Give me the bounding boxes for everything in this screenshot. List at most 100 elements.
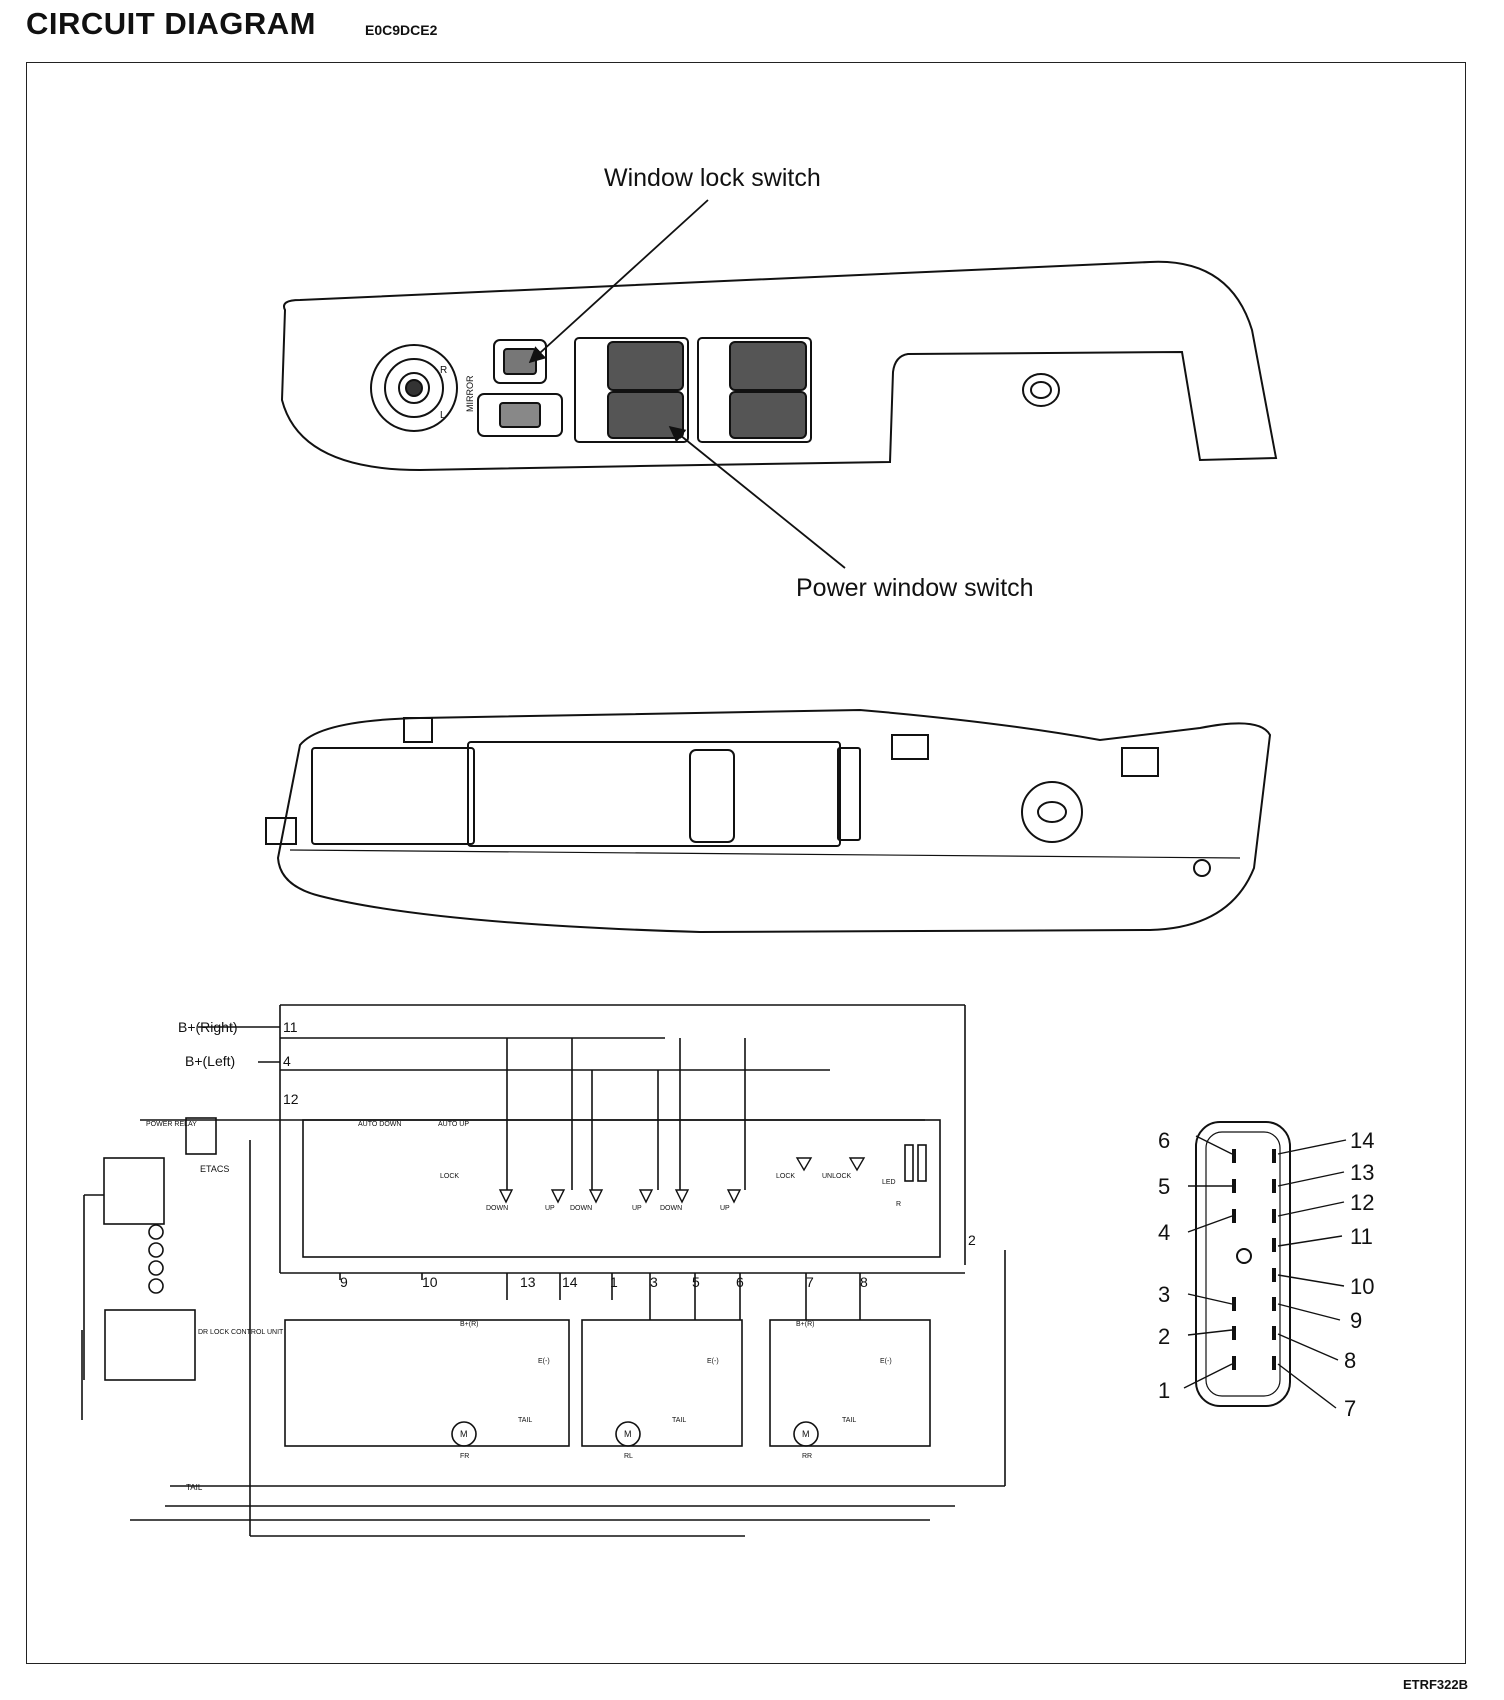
- terminal-9: 9: [340, 1274, 348, 1290]
- pin-label-2: 2: [1158, 1324, 1170, 1349]
- panel-outline: [280, 260, 1278, 472]
- tail-rl: TAIL: [672, 1417, 686, 1424]
- window-lock-leader: [528, 199, 709, 364]
- supply-right-label: B+(Right): [178, 1019, 238, 1035]
- motor-fr: [451, 1421, 477, 1447]
- wiring-diagram: [81, 1004, 1006, 1537]
- auto-down-label: AUTO DOWN: [358, 1121, 401, 1128]
- terminal-1: 1: [610, 1274, 618, 1290]
- power-relay-label: POWER RELAY: [146, 1121, 197, 1128]
- r-label: R: [896, 1201, 901, 1208]
- document-code: E0C9DCE2: [365, 22, 438, 38]
- mirror-r-label: R: [440, 365, 447, 376]
- tail-fr: TAIL: [518, 1417, 532, 1424]
- led-label: LED: [882, 1179, 896, 1186]
- pin-label-13: 13: [1350, 1160, 1374, 1185]
- handle-bracket: [1021, 781, 1083, 843]
- dr-lock-control-unit: [104, 1309, 196, 1381]
- dr-lock-unit-label: DR LOCK CONTROL UNIT: [198, 1329, 284, 1336]
- down-label-1: DOWN: [486, 1205, 508, 1212]
- switch-contacts: [498, 1157, 866, 1204]
- connector-pins: [1232, 1149, 1276, 1370]
- figure-id: ETRF322B: [1402, 1677, 1468, 1692]
- pin-label-9: 9: [1350, 1308, 1362, 1333]
- pin-label-11: 11: [1350, 1224, 1373, 1249]
- e-minus-rr: E(-): [880, 1358, 892, 1365]
- lock-label-2: LOCK: [776, 1173, 795, 1180]
- tail-rr: TAIL: [842, 1417, 856, 1424]
- diagram-frame: [26, 62, 1466, 1664]
- power-window-switch-fl: [607, 341, 684, 391]
- pin-label-3: 3: [1158, 1282, 1170, 1307]
- e-minus-rl: E(-): [707, 1358, 719, 1365]
- main-connector: [689, 749, 735, 843]
- terminal-11: 11: [283, 1019, 298, 1035]
- motor-rr: [793, 1421, 819, 1447]
- motor-rl: [615, 1421, 641, 1447]
- lock-label: LOCK: [440, 1173, 459, 1180]
- fr-label: FR: [460, 1453, 469, 1460]
- up-label-2: UP: [632, 1205, 642, 1212]
- down-label-3: DOWN: [660, 1205, 682, 1212]
- terminal-8: 8: [860, 1274, 868, 1290]
- connector-key-hole: [1236, 1248, 1252, 1264]
- pin-label-14: 14: [1350, 1128, 1374, 1153]
- unlock-label: UNLOCK: [822, 1173, 852, 1180]
- supply-left-label: B+(Left): [185, 1053, 235, 1069]
- terminal-14: 14: [562, 1274, 578, 1290]
- terminal-4: 4: [283, 1053, 291, 1069]
- etacs-relay: [185, 1117, 217, 1155]
- door-handle-screw: [1022, 373, 1060, 407]
- rr-label: RR: [802, 1453, 812, 1460]
- mirror-switch-module: [311, 747, 475, 845]
- terminal-5: 5: [692, 1274, 700, 1290]
- pin-leaders: [1183, 1135, 1347, 1409]
- rl-label: RL: [624, 1453, 633, 1460]
- led-resistor: [904, 1144, 914, 1182]
- terminal-13: 13: [520, 1274, 536, 1290]
- connector-pinout: [1183, 1121, 1347, 1409]
- pin-label-5: 5: [1158, 1174, 1170, 1199]
- main-circuit-board: [467, 741, 841, 847]
- motor-label-rl: M: [624, 1429, 632, 1439]
- rear-outline: [276, 708, 1272, 934]
- terminal-2: 2: [968, 1232, 976, 1248]
- pin-label-1: 1: [1158, 1378, 1170, 1403]
- connector-outline: [1195, 1121, 1291, 1407]
- down-label-2: DOWN: [570, 1205, 592, 1212]
- b-plus-fr: B+(R): [460, 1321, 478, 1328]
- mirror-switch: [370, 344, 458, 432]
- mirror-l-label: L: [440, 410, 446, 421]
- central-lock-switch: [477, 393, 563, 437]
- rear-window-switch-group: [697, 337, 812, 443]
- power-window-switch-fr: [607, 391, 684, 439]
- auto-up-label: AUTO UP: [438, 1121, 469, 1128]
- pin-label-12: 12: [1350, 1190, 1374, 1215]
- pin-label-10: 10: [1350, 1274, 1374, 1299]
- etacs-label: ETACS: [200, 1164, 229, 1174]
- terminal-7: 7: [806, 1274, 814, 1290]
- terminal-10: 10: [422, 1274, 438, 1290]
- door-module-fr: [284, 1319, 570, 1447]
- power-relay: [103, 1157, 165, 1225]
- terminal-12: 12: [283, 1091, 299, 1107]
- power-window-switch-rr: [729, 391, 807, 439]
- power-window-switch-rl: [729, 341, 807, 391]
- door-module-rl: [581, 1319, 743, 1447]
- page-title: CIRCUIT DIAGRAM: [26, 6, 316, 41]
- window-lock-switch-callout: Window lock switch: [604, 164, 821, 192]
- switch-block: [302, 1119, 941, 1258]
- switch-panel-rear-view: [265, 708, 1272, 934]
- motor-label-fr: M: [460, 1429, 468, 1439]
- door-module-rr: [769, 1319, 931, 1447]
- up-label-3: UP: [720, 1205, 730, 1212]
- tail-bus-label: TAIL: [186, 1483, 203, 1492]
- switch-panel-top-view: MIRROR R L: [280, 260, 1278, 472]
- connector-pin-numbers: 6 5 4 3 2 1 14 13 12 11 10 9 8 7: [1158, 1128, 1374, 1421]
- terminal-6: 6: [736, 1274, 744, 1290]
- pin-label-8: 8: [1344, 1348, 1356, 1373]
- power-window-switch-callout: Power window switch: [796, 574, 1034, 602]
- b-plus-rr: B+(R): [796, 1321, 814, 1328]
- front-window-switch-group: [574, 337, 689, 443]
